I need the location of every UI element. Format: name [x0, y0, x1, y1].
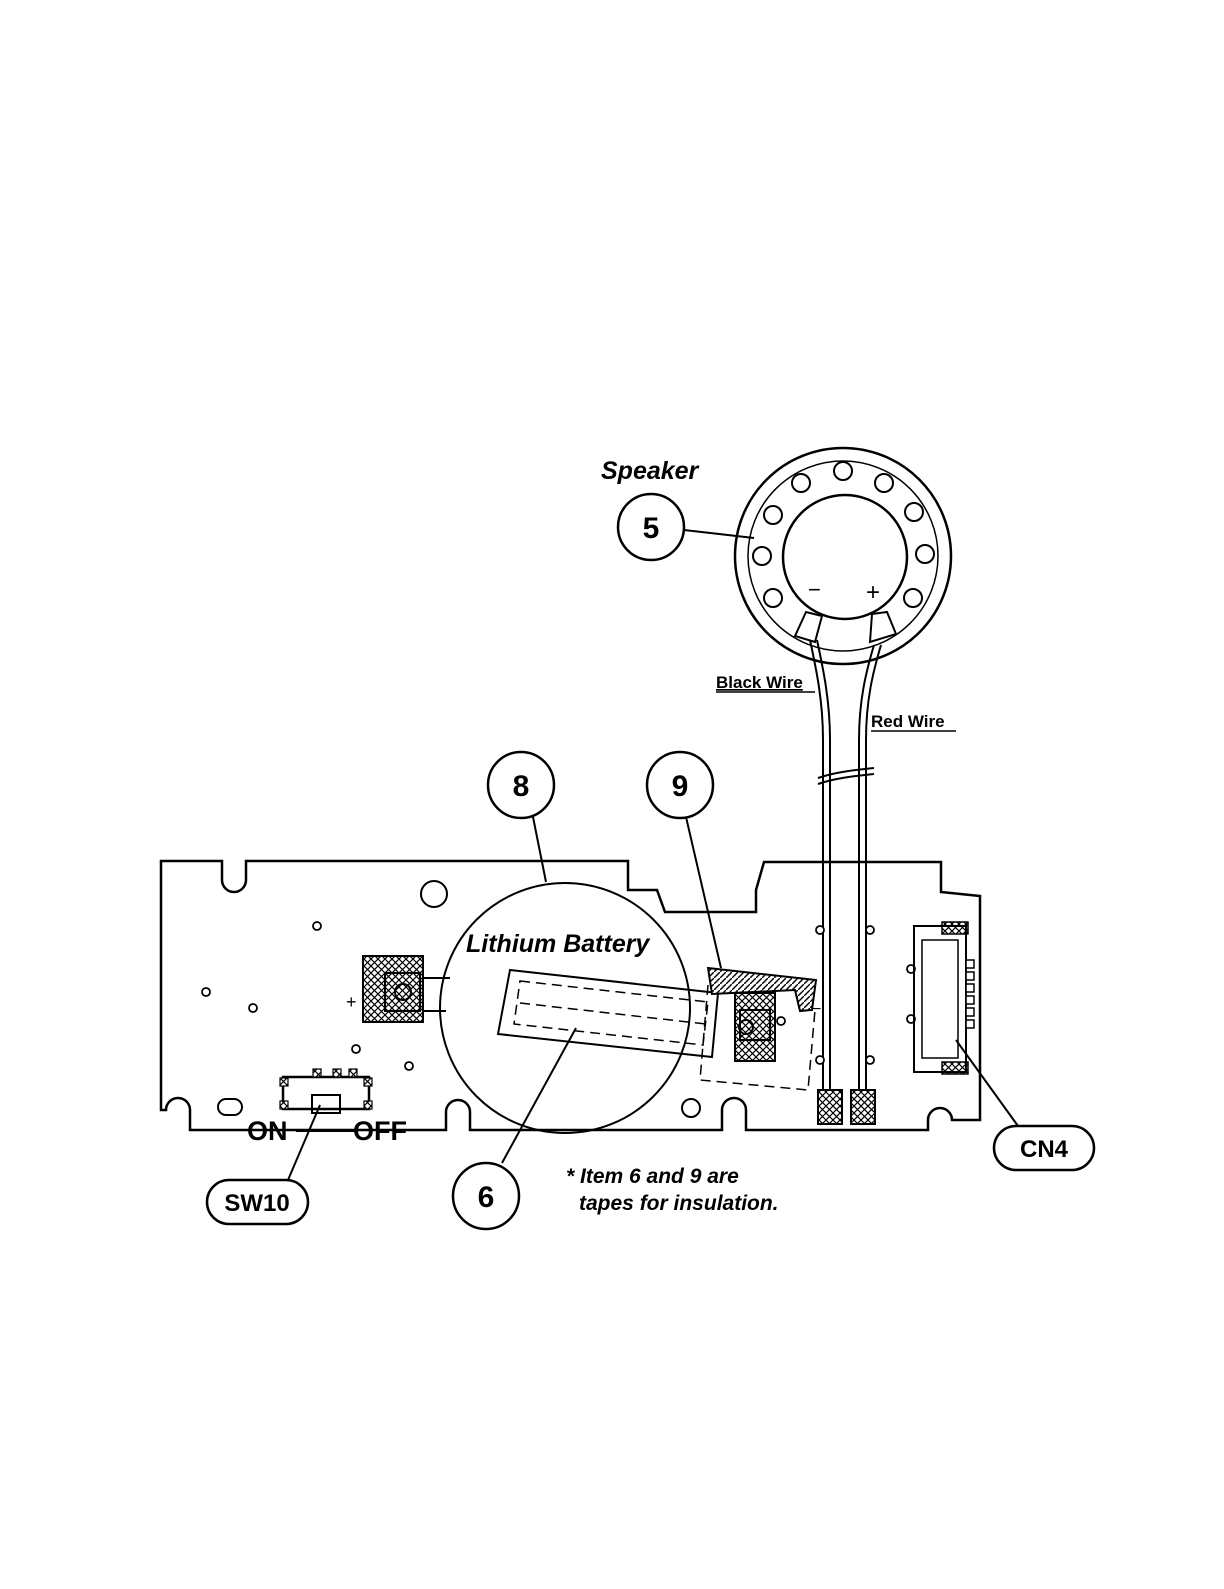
speaker-holes	[753, 462, 934, 607]
battery-cell	[440, 883, 690, 1133]
black-wire-label: Black Wire	[716, 673, 803, 692]
battery-positive-tab	[363, 956, 423, 1022]
switch-sw10: ON OFF	[247, 1069, 407, 1146]
speaker-inner-rim	[748, 461, 938, 651]
battery-plus-sign: +	[346, 992, 357, 1012]
speaker-label: Speaker	[601, 457, 700, 485]
black-wire	[810, 640, 823, 1090]
note-line-1: * Item 6 and 9 are	[566, 1165, 739, 1188]
switch-off-label: OFF	[353, 1116, 407, 1146]
callout-item-9: 9	[647, 752, 721, 968]
wire-solder-pads	[818, 1090, 875, 1124]
callout-cn4-label: CN4	[1020, 1136, 1069, 1163]
callout-9-number: 9	[672, 770, 689, 803]
battery-label: Lithium Battery	[466, 930, 650, 958]
switch-on-label: ON	[247, 1116, 288, 1146]
callout-8-number: 8	[513, 770, 530, 803]
speaker-wires	[810, 640, 881, 1090]
callout-item-6: 6	[453, 1028, 576, 1229]
callout-6-number: 6	[478, 1181, 495, 1214]
speaker-cone	[783, 495, 907, 619]
mount-hole	[682, 1099, 700, 1117]
callout-cn4: CN4	[956, 1040, 1094, 1170]
note-line-2: tapes for insulation.	[579, 1192, 779, 1215]
callout-item-8: 8	[488, 752, 554, 882]
mount-slot	[218, 1099, 242, 1115]
red-wire-label: Red Wire	[871, 712, 945, 731]
speaker-minus-sign: −	[808, 577, 821, 602]
speaker-plus-sign: +	[866, 579, 880, 606]
mount-hole	[421, 881, 447, 907]
battery-minus-sign: −	[812, 1001, 821, 1018]
speaker: − +	[735, 448, 951, 664]
lithium-battery: Lithium Battery + −	[346, 883, 821, 1133]
callout-sw10-label: SW10	[224, 1190, 289, 1217]
speaker-lug-minus	[795, 612, 822, 642]
callout-5-number: 5	[643, 512, 660, 545]
callout-item-5: 5	[618, 494, 754, 560]
